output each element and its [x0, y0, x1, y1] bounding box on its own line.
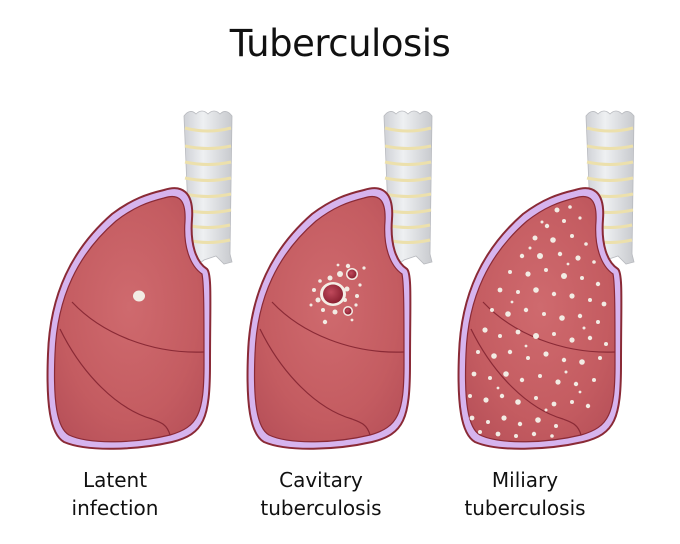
lung-icon	[457, 187, 623, 450]
diagram-title: Tuberculosis	[229, 22, 451, 65]
lesion-icon	[133, 290, 145, 302]
label-line2: infection	[71, 496, 159, 520]
miliary-nodules-icon	[468, 205, 608, 438]
label-miliary-tuberculosis: Miliary tuberculosis	[425, 466, 625, 522]
lung-icon	[46, 187, 212, 450]
label-line1: Miliary	[491, 468, 559, 492]
lung-icon	[246, 187, 412, 450]
label-line2: tuberculosis	[464, 496, 586, 520]
label-line1: Cavitary	[279, 468, 363, 492]
cavity-lesions-icon	[309, 263, 366, 325]
lung-miliary-tuberculosis	[457, 109, 636, 450]
label-latent-infection: Latent infection	[15, 466, 215, 522]
label-line1: Latent	[82, 468, 148, 492]
lung-latent-infection	[46, 109, 234, 450]
lung-cavitary-tuberculosis	[246, 109, 434, 450]
label-cavitary-tuberculosis: Cavitary tuberculosis	[221, 466, 421, 522]
label-line2: tuberculosis	[260, 496, 382, 520]
